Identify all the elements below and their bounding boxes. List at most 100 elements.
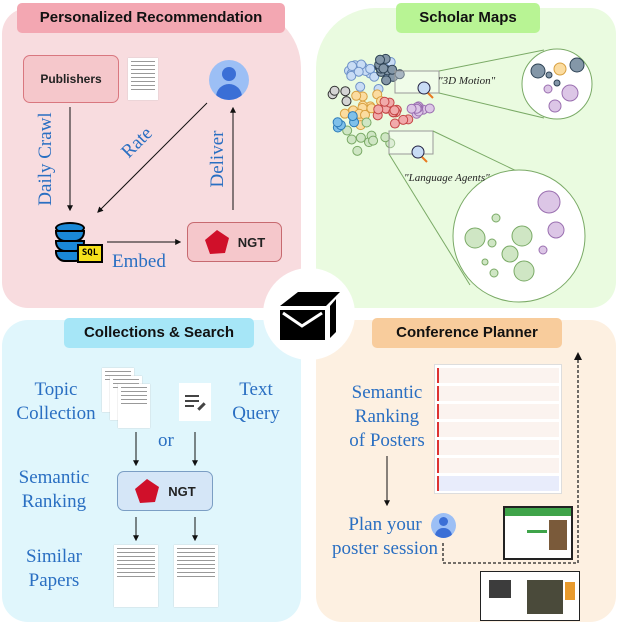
publishers-label: Publishers — [40, 72, 102, 86]
poster-ranking-row — [437, 422, 559, 437]
map-point — [368, 135, 379, 146]
zoomed-point — [530, 63, 546, 79]
text-query-label: Text Query — [226, 378, 286, 426]
zoomed-point — [543, 84, 553, 94]
embed-label: Embed — [112, 251, 166, 272]
topic-label-line2: Collection — [16, 403, 96, 424]
or-label: or — [158, 430, 174, 451]
map-point — [389, 105, 400, 116]
text-query-line1: Text — [239, 379, 273, 400]
map-point — [424, 103, 435, 114]
map-point — [380, 132, 391, 143]
map-point — [398, 114, 409, 125]
zoomed-point — [561, 84, 579, 102]
map-point — [342, 125, 353, 136]
paper-thumbnail-icon — [128, 58, 158, 100]
poster-ranking-list-screenshot — [434, 364, 562, 494]
ngt-label: NGT — [237, 234, 266, 250]
semantic-line1: Semantic — [18, 467, 90, 488]
poster-thumbnail-2 — [480, 571, 580, 621]
zoomed-point — [548, 99, 562, 113]
user-avatar-icon — [209, 60, 249, 100]
plan-line2: poster session — [331, 538, 439, 559]
ngt-label: NGT — [168, 483, 196, 499]
zoomed-point — [464, 227, 486, 249]
ngt-box-recommendation: NGT — [187, 222, 282, 262]
magnifier-handle — [427, 92, 434, 99]
map-point — [340, 86, 351, 97]
map-point — [351, 90, 362, 101]
similar-papers-label: Similar Papers — [14, 545, 94, 593]
posters-line2: Ranking — [354, 406, 420, 427]
collections-search-title: Collections & Search — [64, 318, 254, 348]
map-point — [355, 81, 366, 92]
poster-ranking-row — [437, 440, 559, 455]
zoomed-point — [489, 268, 499, 278]
zoomed-point — [537, 190, 561, 214]
map-point — [361, 117, 372, 128]
map-point — [406, 103, 417, 114]
sql-badge: SQL — [77, 244, 103, 263]
topic-collection-docs-icon — [102, 368, 152, 428]
topic-label-line1: Topic — [34, 379, 78, 400]
zoomed-point — [491, 213, 501, 223]
poster-ranking-row — [437, 458, 559, 473]
sql-database-icon: SQL — [55, 222, 103, 268]
ranking-posters-label: Semantic Ranking of Posters — [340, 381, 434, 453]
poster-ranking-row — [437, 404, 559, 419]
map-point — [369, 71, 380, 82]
ngt-logo-icon — [204, 230, 229, 254]
poster-ranking-row — [437, 476, 559, 491]
text-query-edit-icon — [179, 383, 211, 421]
zoomed-point — [538, 245, 548, 255]
personalized-recommendation-title: Personalized Recommendation — [17, 3, 285, 33]
rate-arrow — [97, 102, 208, 213]
scholar-maps-title: Scholar Maps — [396, 3, 540, 33]
poster-thumbnail-green — [503, 506, 573, 560]
ngt-logo-icon — [135, 479, 160, 503]
map-point — [389, 118, 400, 129]
zoom-line — [432, 130, 528, 177]
text-query-line2: Query — [232, 403, 280, 424]
map-point — [379, 96, 390, 107]
map-point — [373, 104, 384, 115]
dashed-connector — [442, 358, 579, 564]
zoomed-point — [481, 258, 489, 266]
zoom-label-3d-motion: "3D Motion" — [438, 75, 496, 87]
map-point — [381, 75, 392, 86]
similar-paper-thumbnail-1 — [114, 545, 158, 607]
user-avatar-icon — [431, 513, 456, 538]
zoomed-point — [547, 221, 565, 239]
map-point — [332, 117, 343, 128]
topic-collection-label: Topic Collection — [14, 378, 98, 426]
similar-line2: Papers — [28, 570, 80, 591]
semantic-line2: Ranking — [21, 491, 87, 512]
zoomed-point — [553, 62, 567, 76]
zoom-label-language-agents: "Language Agents" — [404, 172, 490, 184]
zoomed-point — [511, 225, 533, 247]
zoom-line — [388, 153, 471, 286]
map-point — [353, 66, 364, 77]
map-point — [355, 132, 366, 143]
map-point — [375, 54, 386, 65]
map-point — [352, 145, 363, 156]
zoomed-point — [487, 238, 497, 248]
zoomed-point — [553, 79, 561, 87]
map-point — [365, 63, 376, 74]
poster-ranking-row — [437, 368, 559, 383]
map-point — [387, 64, 398, 75]
zoom-line — [438, 92, 545, 119]
map-point — [346, 70, 357, 81]
plan-session-label: Plan your poster session — [328, 513, 442, 561]
poster-ranking-row — [437, 386, 559, 401]
magnifier-icon — [417, 81, 431, 95]
zoomed-point — [545, 71, 553, 79]
conference-planner-title: Conference Planner — [372, 318, 562, 348]
zoom-line — [438, 49, 545, 72]
map-point — [347, 111, 358, 122]
